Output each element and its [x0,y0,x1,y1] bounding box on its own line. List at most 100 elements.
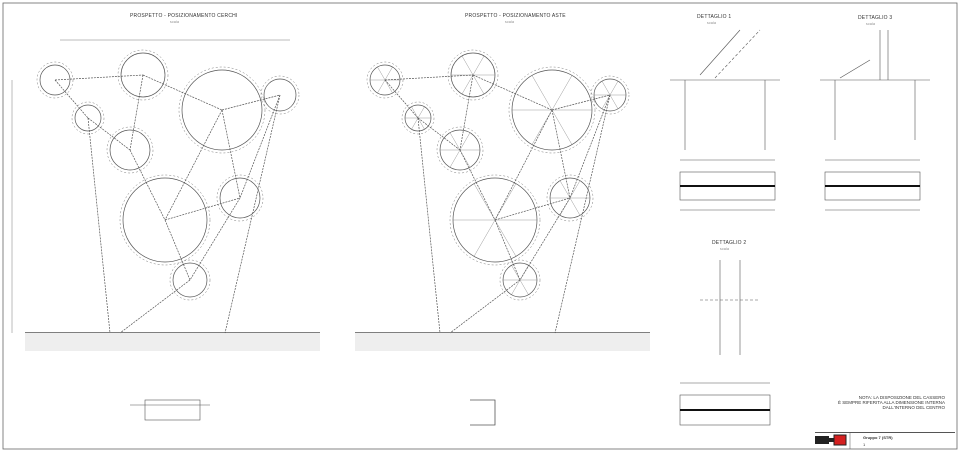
view-circles [11,39,320,351]
spoke [531,75,553,111]
rod [494,109,553,221]
spoke [417,106,425,119]
spoke [449,149,461,168]
note-line-1: NOTA: LA DISPOSIZIONE DEL CASSERO [858,395,945,400]
sheet-number: 1 [863,442,866,447]
spoke [417,117,425,130]
ring-outer [216,174,264,222]
rod [494,219,521,281]
scale-detail-2: scala [720,247,730,251]
scale-circles: scala [170,20,180,24]
rod [189,197,241,281]
rod [164,197,241,221]
ring [219,177,261,219]
scale-rods: scala [505,20,515,24]
ring [109,129,151,171]
spoke [473,219,496,257]
title-detail-2: DETTAGLIO 2 [712,240,747,246]
title-detail-3: DETTAGLIO 3 [858,15,893,21]
rod [569,94,611,199]
ring-outer [169,259,211,301]
rod [54,74,144,81]
title-detail-1: DETTAGLIO 1 [697,14,732,20]
ring-outer [178,66,266,154]
spoke [601,94,611,109]
rod [384,74,474,81]
detail-2 [679,260,771,426]
spoke [377,79,386,94]
rod [551,94,611,111]
spoke [569,197,581,216]
section-small-left [130,399,210,421]
rod [519,197,571,281]
spoke [472,55,485,76]
spoke [411,117,419,130]
spoke [449,132,461,151]
ring-outer [590,75,630,115]
ring [74,104,102,132]
title-circles: PROSPETTO - POSIZIONAMENTO CERCHI [130,13,238,19]
rod [87,117,111,334]
spoke [411,106,419,119]
spoke [531,109,553,145]
rod [384,79,419,119]
rod [129,74,144,151]
rod [87,117,131,151]
spoke [559,180,571,199]
spoke [494,183,517,221]
ring-outer [119,174,211,266]
section-small-center [470,399,496,426]
company-logo [815,434,847,446]
ring-outer [546,174,594,222]
title-rods: PROSPETTO - POSIZIONAMENTO ASTE [465,13,566,19]
project-name: Gruppo 7 (STR) [863,435,893,440]
scale-detail-1: scala [707,21,717,25]
rod [239,94,281,199]
detail-3 [820,30,930,211]
ring-outer [447,49,499,101]
ring-outer [401,101,435,135]
ring-outer [508,66,596,154]
scale-detail-3: scala [866,22,876,26]
rod [129,149,166,221]
ring-outer [436,126,484,174]
rod [494,197,571,221]
rod [554,94,611,334]
ring-outer [366,61,404,99]
ring-outer [449,174,541,266]
spoke [609,94,619,109]
ring-outer [36,61,74,99]
rod [142,74,223,111]
spoke [519,265,529,281]
ring [39,64,71,96]
spoke [551,109,573,145]
ground-hatch [355,333,650,351]
note-line-3: DALL'INTERNO DEL CENTRO [882,405,945,410]
spoke [461,55,474,76]
spoke [384,66,393,81]
note-line-2: È SEMPRE RIFERITA ALLA DIMENSIONE INTERN… [838,400,945,405]
spoke [473,183,496,221]
rod [164,219,191,281]
detail-1 [670,29,780,211]
ring [120,52,166,98]
ring [122,177,208,263]
spoke [609,81,619,96]
spoke [511,265,521,281]
spoke [601,81,611,96]
rod [472,74,553,111]
spoke [551,75,573,111]
note: NOTA: LA DISPOSIZIONE DEL CASSERO È SEMP… [815,395,945,410]
ring-outer [499,259,541,301]
spoke [459,149,471,168]
spoke [559,197,571,216]
rod [164,109,223,221]
spoke [511,279,521,295]
spoke [461,74,474,95]
spoke [377,66,386,81]
rod [417,117,441,334]
view-rods [355,49,650,351]
rod [459,149,496,221]
